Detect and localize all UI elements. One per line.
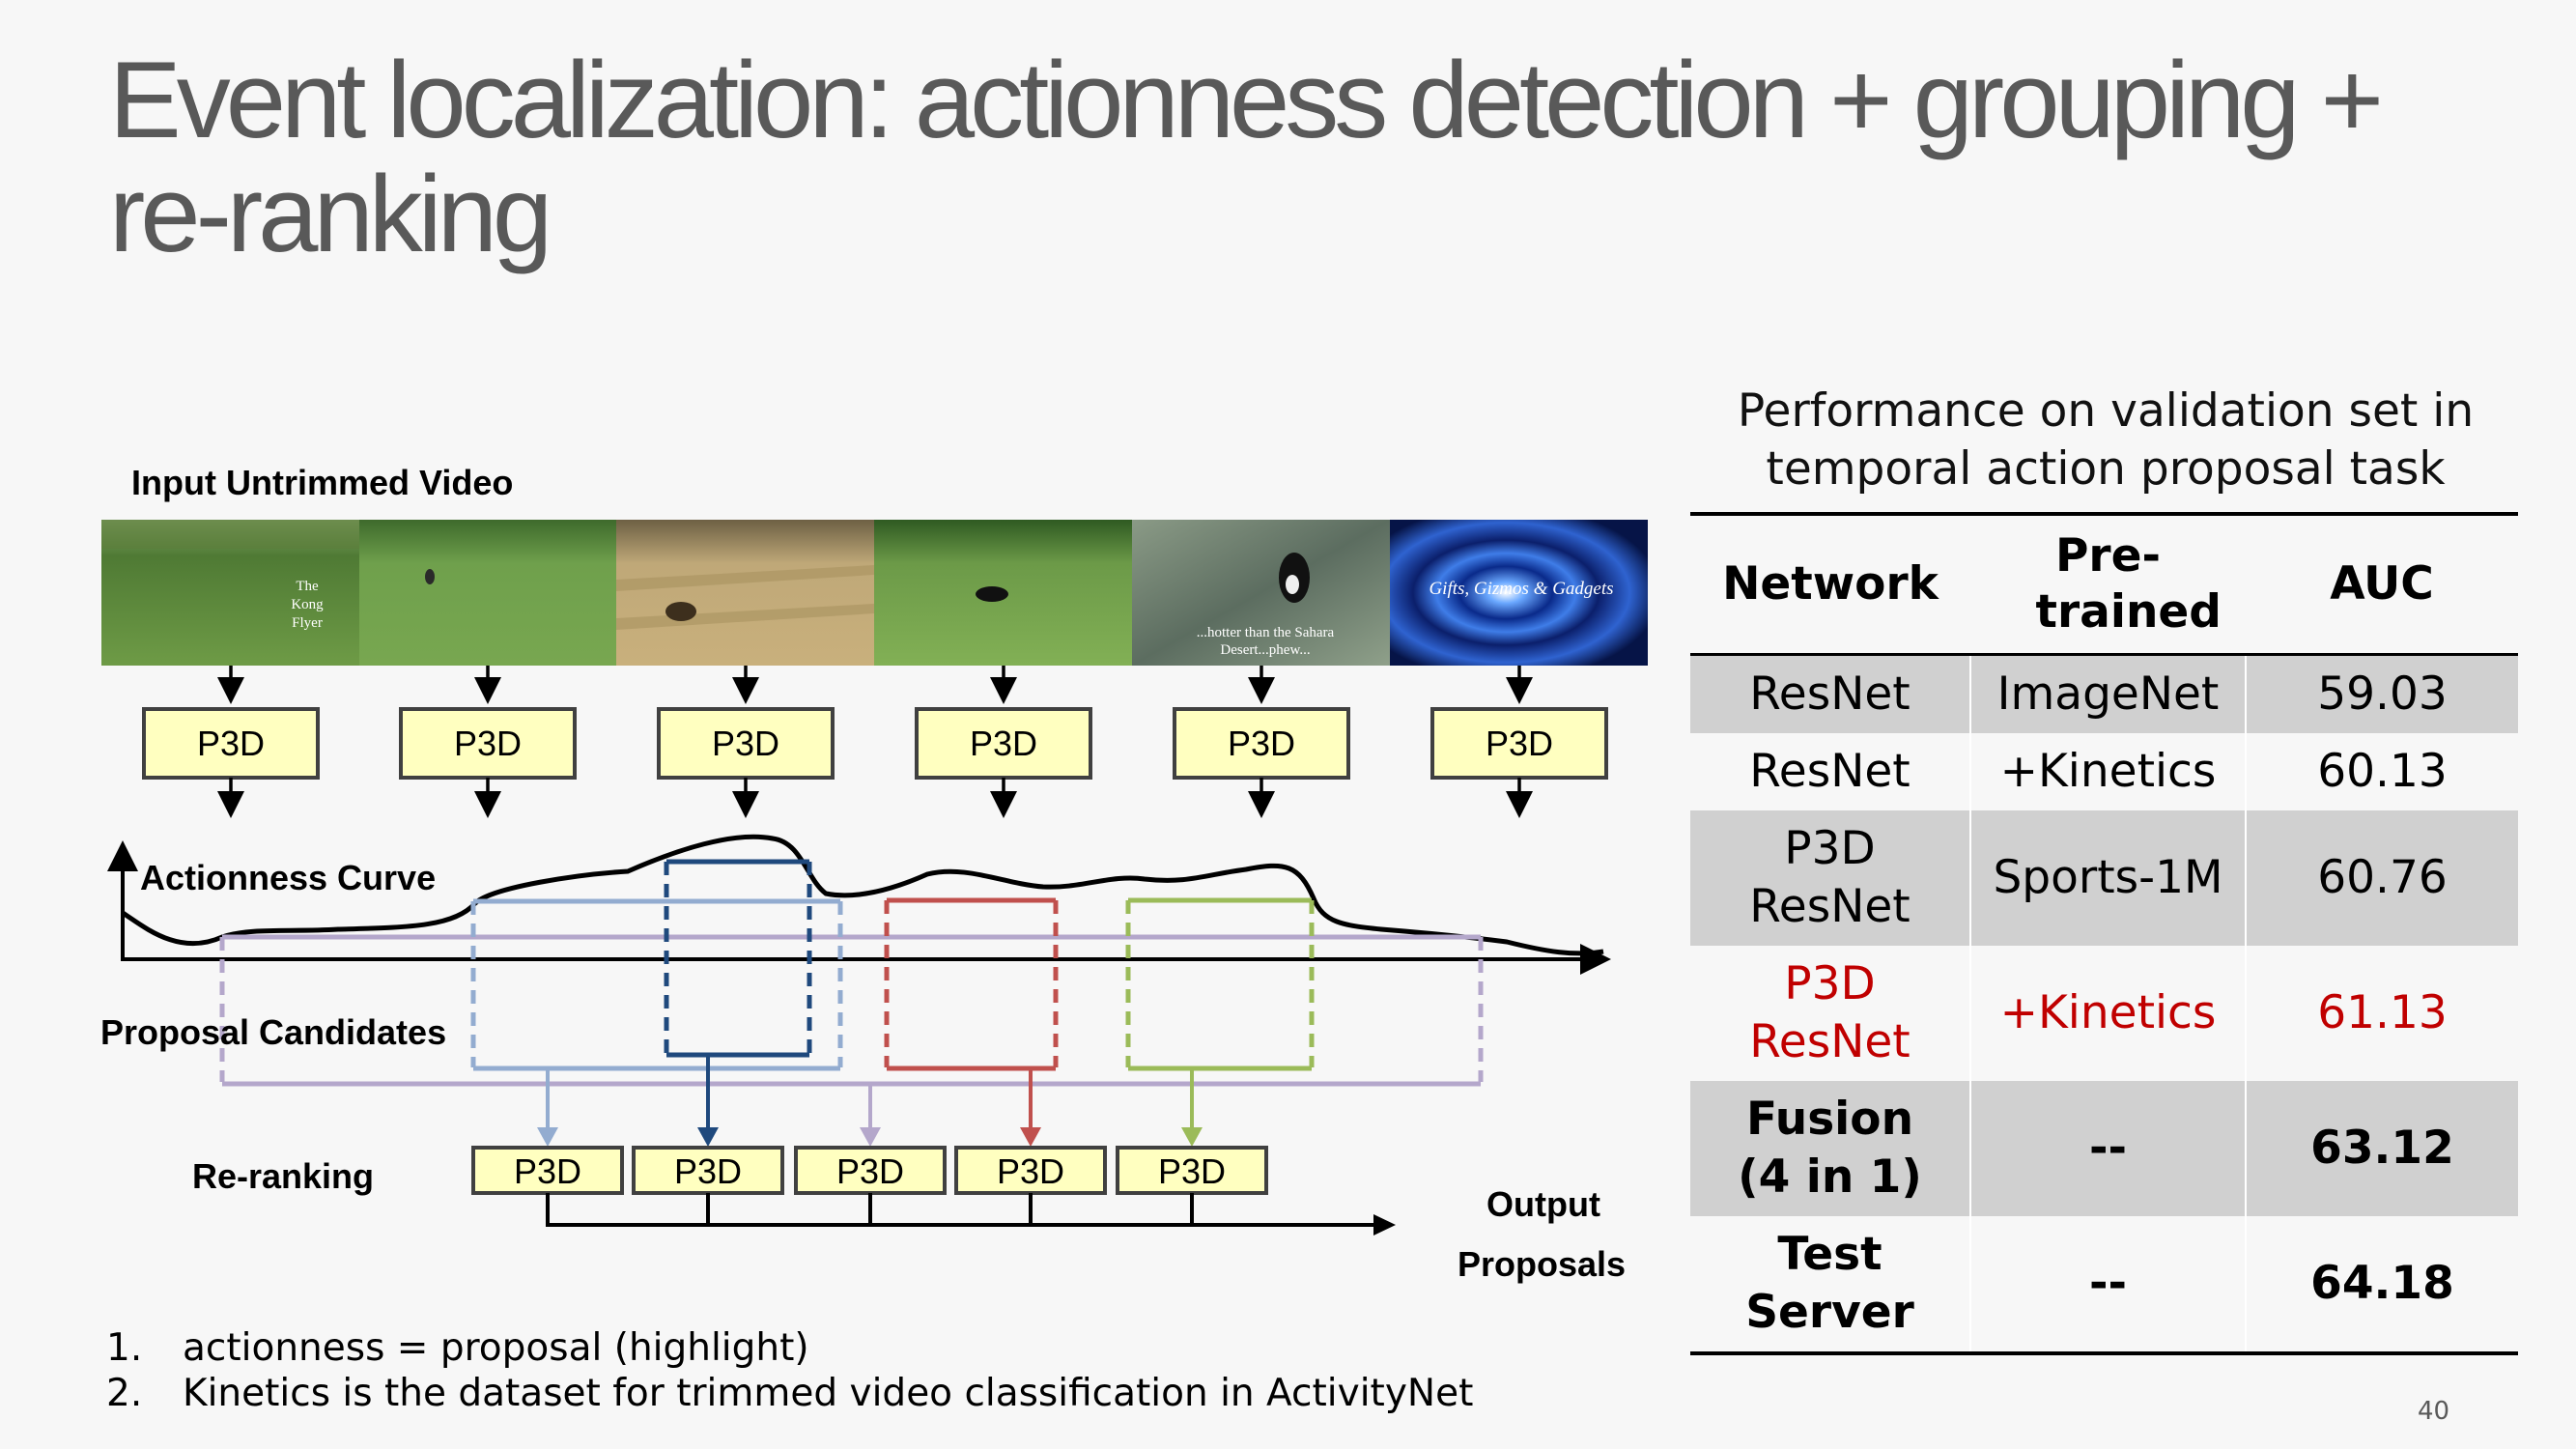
header-pretrained: Pre-trained — [1970, 514, 2246, 656]
cell-network: Fusion(4 in 1) — [1690, 1081, 1970, 1216]
rerank-box-1: P3D — [471, 1146, 624, 1195]
footnote-1: 1. actionness = proposal (highlight) — [106, 1325, 1473, 1371]
cell-network: ResNet — [1690, 733, 1970, 810]
footnote-2-number: 2. — [106, 1372, 143, 1415]
rerank-box-5: P3D — [1116, 1146, 1268, 1195]
p3d-column-6: P3D — [1430, 666, 1608, 818]
rerank-box-5-label: P3D — [1158, 1151, 1226, 1191]
p3d-box-3-label: P3D — [712, 724, 779, 763]
rerank-box-3: P3D — [794, 1146, 947, 1195]
proposal-red — [884, 897, 1059, 1071]
output-label-2: Proposals — [1458, 1244, 1626, 1284]
proposal-candidates-label: Proposal Candidates — [100, 1012, 446, 1052]
table-row: ResNet ImageNet 59.03 — [1690, 654, 2518, 733]
p3d-box-1-label: P3D — [197, 724, 265, 763]
frame-1-caption-3: Flyer — [292, 615, 323, 631]
p3d-column-1: P3D — [142, 666, 320, 818]
proposal-dark-blue — [664, 859, 812, 1058]
output-bus — [546, 1193, 1396, 1236]
footnote-2-text: Kinetics is the dataset for trimmed vide… — [183, 1372, 1474, 1415]
rerank-box-1-label: P3D — [514, 1151, 581, 1191]
frame-5-caption-1: ...hotter than the Sahara — [1197, 625, 1335, 640]
video-frame-3 — [616, 520, 874, 666]
table-caption-line-2: temporal action proposal task — [1766, 442, 2446, 496]
p3d-column-4: P3D — [915, 666, 1092, 818]
footnotes: 1. actionness = proposal (highlight) 2. … — [106, 1325, 1473, 1416]
video-frame-2 — [359, 520, 617, 666]
cell-auc: 63.12 — [2245, 1081, 2518, 1216]
reranking-label: Re-ranking — [192, 1156, 374, 1196]
rerank-box-2-label: P3D — [674, 1151, 742, 1191]
footnote-1-number: 1. — [106, 1326, 143, 1370]
video-frame-6: Gifts, Gizmos & Gadgets — [1390, 520, 1648, 666]
cell-pretrained: -- — [1969, 1081, 2246, 1216]
rerank-box-4-label: P3D — [997, 1151, 1064, 1191]
video-frame-4 — [874, 520, 1132, 666]
cell-auc: 60.13 — [2245, 733, 2518, 810]
p3d-box-4-label: P3D — [970, 724, 1037, 763]
p3d-box-5 — [1173, 707, 1350, 780]
cell-pretrained: Sports-1M — [1969, 810, 2246, 946]
actionness-curve — [121, 834, 1604, 956]
footnote-1-text: actionness = proposal (highlight) — [183, 1326, 809, 1370]
cell-pretrained: -- — [1969, 1216, 2246, 1353]
header-auc: AUC — [2246, 514, 2518, 656]
footnote-2: 2. Kinetics is the dataset for trimmed v… — [106, 1371, 1473, 1416]
cell-pretrained: ImageNet — [1969, 654, 2246, 733]
rerank-box-2: P3D — [632, 1146, 784, 1195]
actionness-curve-label: Actionness Curve — [140, 858, 436, 897]
slide-title: Event localization: actionness detection… — [109, 40, 2384, 274]
frame-1-caption-2: Kong — [291, 597, 324, 612]
p3d-column-3: P3D — [657, 666, 835, 818]
header-network: Network — [1690, 514, 1970, 656]
frame-6-caption: Gifts, Gizmos & Gadgets — [1429, 579, 1613, 599]
rerank-box-4: P3D — [954, 1146, 1107, 1195]
video-frame-1: The Kong Flyer — [101, 520, 359, 666]
cell-auc: 59.03 — [2245, 654, 2518, 733]
p3d-column-5: P3D — [1173, 666, 1350, 818]
cell-auc: 61.13 — [2245, 946, 2518, 1081]
p3d-column-2: P3D — [399, 666, 577, 818]
p3d-box-6-label: P3D — [1486, 724, 1553, 763]
rerank-arrows — [537, 1055, 1203, 1147]
p3d-box-5-label: P3D — [1228, 724, 1295, 763]
performance-table: Network Pre-trained AUC ResNet ImageNet … — [1690, 512, 2518, 1355]
table-caption-line-1: Performance on validation set in — [1737, 384, 2475, 438]
table-row: Fusion(4 in 1) -- 63.12 — [1690, 1081, 2518, 1216]
table-caption: Performance on validation set in tempora… — [1690, 383, 2521, 498]
actionness-axes — [107, 840, 1611, 975]
cell-network: ResNet — [1690, 654, 1970, 733]
cell-pretrained: +Kinetics — [1969, 733, 2246, 810]
input-video-label: Input Untrimmed Video — [131, 463, 513, 502]
proposal-green — [1125, 897, 1315, 1071]
cell-auc: 64.18 — [2245, 1216, 2518, 1353]
frame-5-caption-2: Desert...phew... — [1220, 642, 1310, 658]
cell-pretrained: +Kinetics — [1969, 946, 2246, 1081]
table-header-row: Network Pre-trained AUC — [1690, 514, 2518, 656]
frame-1-caption-1: The — [296, 579, 319, 594]
proposal-light-blue — [470, 898, 843, 1071]
video-frame-strip: The Kong Flyer ...hotter than the Sahara… — [101, 520, 1648, 666]
p3d-box-2-label: P3D — [454, 724, 522, 763]
proposal-purple — [219, 934, 1484, 1087]
cell-auc: 60.76 — [2245, 810, 2518, 946]
output-label-1: Output — [1486, 1184, 1600, 1224]
table-row: ResNet +Kinetics 60.13 — [1690, 733, 2518, 810]
page-number: 40 — [2418, 1397, 2450, 1426]
video-frame-5: ...hotter than the Sahara Desert...phew.… — [1132, 520, 1390, 666]
p3d-box-3 — [657, 707, 835, 780]
rerank-box-3-label: P3D — [836, 1151, 904, 1191]
